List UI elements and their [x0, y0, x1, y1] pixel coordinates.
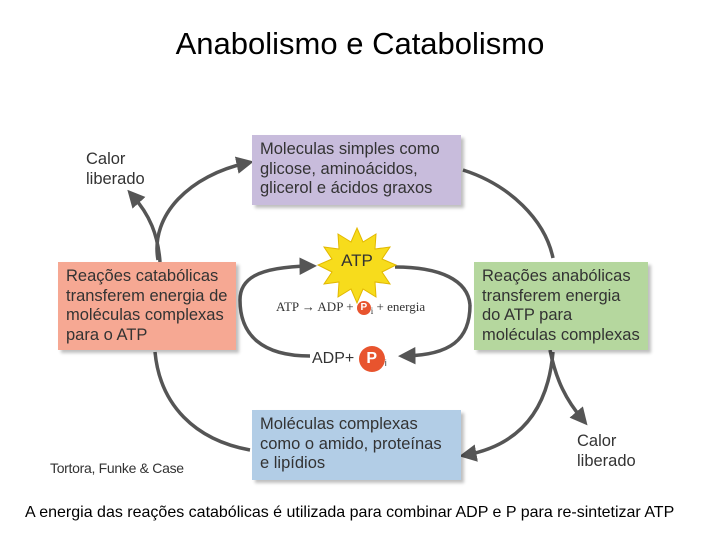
atp-label: ATP	[341, 251, 373, 270]
heat-line: liberado	[86, 170, 145, 188]
arrow-bottom-to-left	[153, 351, 251, 452]
box-line: para o ATP	[66, 325, 148, 344]
catabolic-box: Reações catabólicas transferem energia d…	[58, 262, 236, 350]
page-title: Anabolismo e Catabolismo	[175, 26, 545, 61]
box-line: moléculas complexas	[482, 325, 640, 344]
image-credit: Tortora, Funke & Case	[50, 460, 184, 476]
arrow-left-to-top	[155, 156, 254, 261]
equation-right: + energia	[376, 299, 426, 314]
box-line: como o amido, proteínas	[260, 434, 442, 453]
box-line: glicose, aminoácidos,	[260, 159, 418, 178]
caption: A energia das reações catabólicas é util…	[25, 504, 675, 521]
complex-molecules-box: Moléculas complexas como o amido, proteí…	[252, 410, 461, 480]
heat-line: liberado	[577, 452, 636, 470]
arrow-right-to-bottom	[459, 351, 555, 462]
phosphate-sub: i	[370, 306, 374, 316]
box-line: glicerol e ácidos graxos	[260, 179, 433, 197]
phosphate-small: P	[356, 301, 371, 316]
phosphate-big-sub: i	[384, 358, 387, 369]
box-line: Moléculas complexas	[260, 415, 418, 433]
box-line: transferem energia	[482, 286, 621, 305]
arrow-top-to-right	[462, 168, 555, 259]
anabolic-box: Reações anabólicas transferem energia do…	[474, 262, 648, 350]
arrow-inner-top	[238, 257, 317, 301]
box-line: Reações anabólicas	[482, 267, 631, 285]
box-line: Moleculas simples como	[260, 140, 440, 158]
box-line: e lipídios	[260, 454, 326, 472]
box-line: Reações catabólicas	[66, 267, 219, 285]
heat-released-top: Calor liberado	[86, 149, 145, 189]
arrow-heat-bottom	[548, 349, 588, 426]
heat-released-bottom: Calor liberado	[577, 431, 636, 471]
adp-text: ADP+	[312, 350, 355, 368]
simple-molecules-box: Moleculas simples como glicose, aminoáci…	[252, 135, 461, 205]
equation-left: ATP → ADP +	[276, 299, 354, 314]
box-line: moléculas complexas	[66, 306, 224, 324]
box-line: transferem energia de	[66, 286, 228, 305]
box-line: do ATP para	[482, 306, 573, 324]
arrow-inner-bottom	[398, 304, 472, 365]
heat-line: Calor	[86, 150, 126, 168]
arrow-inner-right	[394, 265, 472, 306]
heat-line: Calor	[577, 432, 617, 450]
arrow-inner-left	[238, 299, 311, 358]
phosphate-big: P	[358, 346, 385, 372]
atp-star	[316, 226, 398, 305]
arrow-heat-top	[127, 189, 162, 263]
